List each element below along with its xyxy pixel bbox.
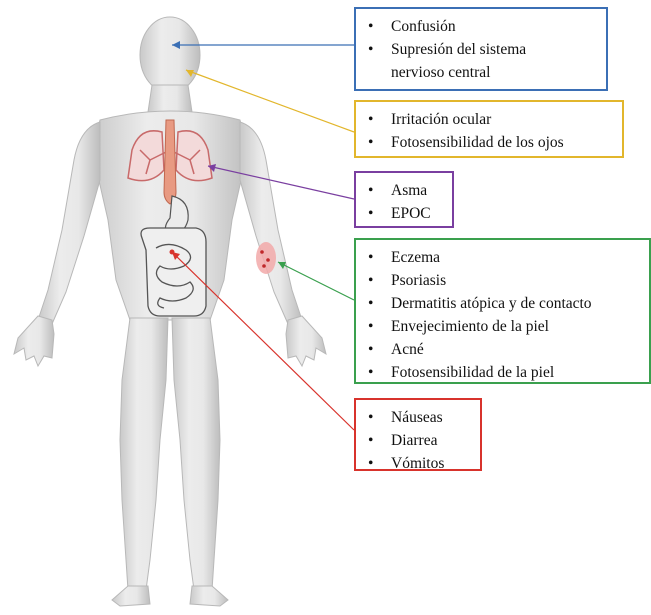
left-foot <box>112 586 150 606</box>
skin-patch <box>256 242 276 274</box>
intestines-illustration <box>141 228 206 316</box>
callout-gut: Náuseas Diarrea Vómitos <box>354 398 482 471</box>
callout-brain: Confusión Supresión del sistema nervioso… <box>354 7 608 91</box>
list-item: Fotosensibilidad de la piel <box>364 361 641 384</box>
list-item: Acné <box>364 338 641 361</box>
list-item: Irritación ocular <box>364 108 614 131</box>
callout-lungs: Asma EPOC <box>354 171 454 228</box>
list-item: Vómitos <box>364 452 472 475</box>
neck <box>148 85 192 112</box>
list-item: Náuseas <box>364 406 472 429</box>
callout-eyes: Irritación ocular Fotosensibilidad de lo… <box>354 100 624 158</box>
list-item: Supresión del sistema <box>364 38 598 61</box>
list-item: Fotosensibilidad de los ojos <box>364 131 614 154</box>
list-item: Envejecimiento de la piel <box>364 315 641 338</box>
right-foot <box>190 586 228 606</box>
left-arm <box>38 122 100 324</box>
list-item: EPOC <box>364 202 444 225</box>
list-item: Confusión <box>364 15 598 38</box>
right-arm <box>240 122 302 324</box>
head <box>140 17 200 93</box>
right-hand <box>286 316 326 366</box>
callout-skin: Eczema Psoriasis Dermatitis atópica y de… <box>354 238 651 384</box>
list-item: Dermatitis atópica y de contacto <box>364 292 641 315</box>
esophagus <box>164 120 176 204</box>
left-hand <box>14 316 54 366</box>
list-item: Asma <box>364 179 444 202</box>
left-leg <box>120 318 168 590</box>
list-item: Diarrea <box>364 429 472 452</box>
list-item: nervioso central <box>364 61 598 84</box>
large-intestine <box>141 228 206 316</box>
list-item: Eczema <box>364 246 641 269</box>
list-item: Psoriasis <box>364 269 641 292</box>
right-leg <box>172 318 220 590</box>
